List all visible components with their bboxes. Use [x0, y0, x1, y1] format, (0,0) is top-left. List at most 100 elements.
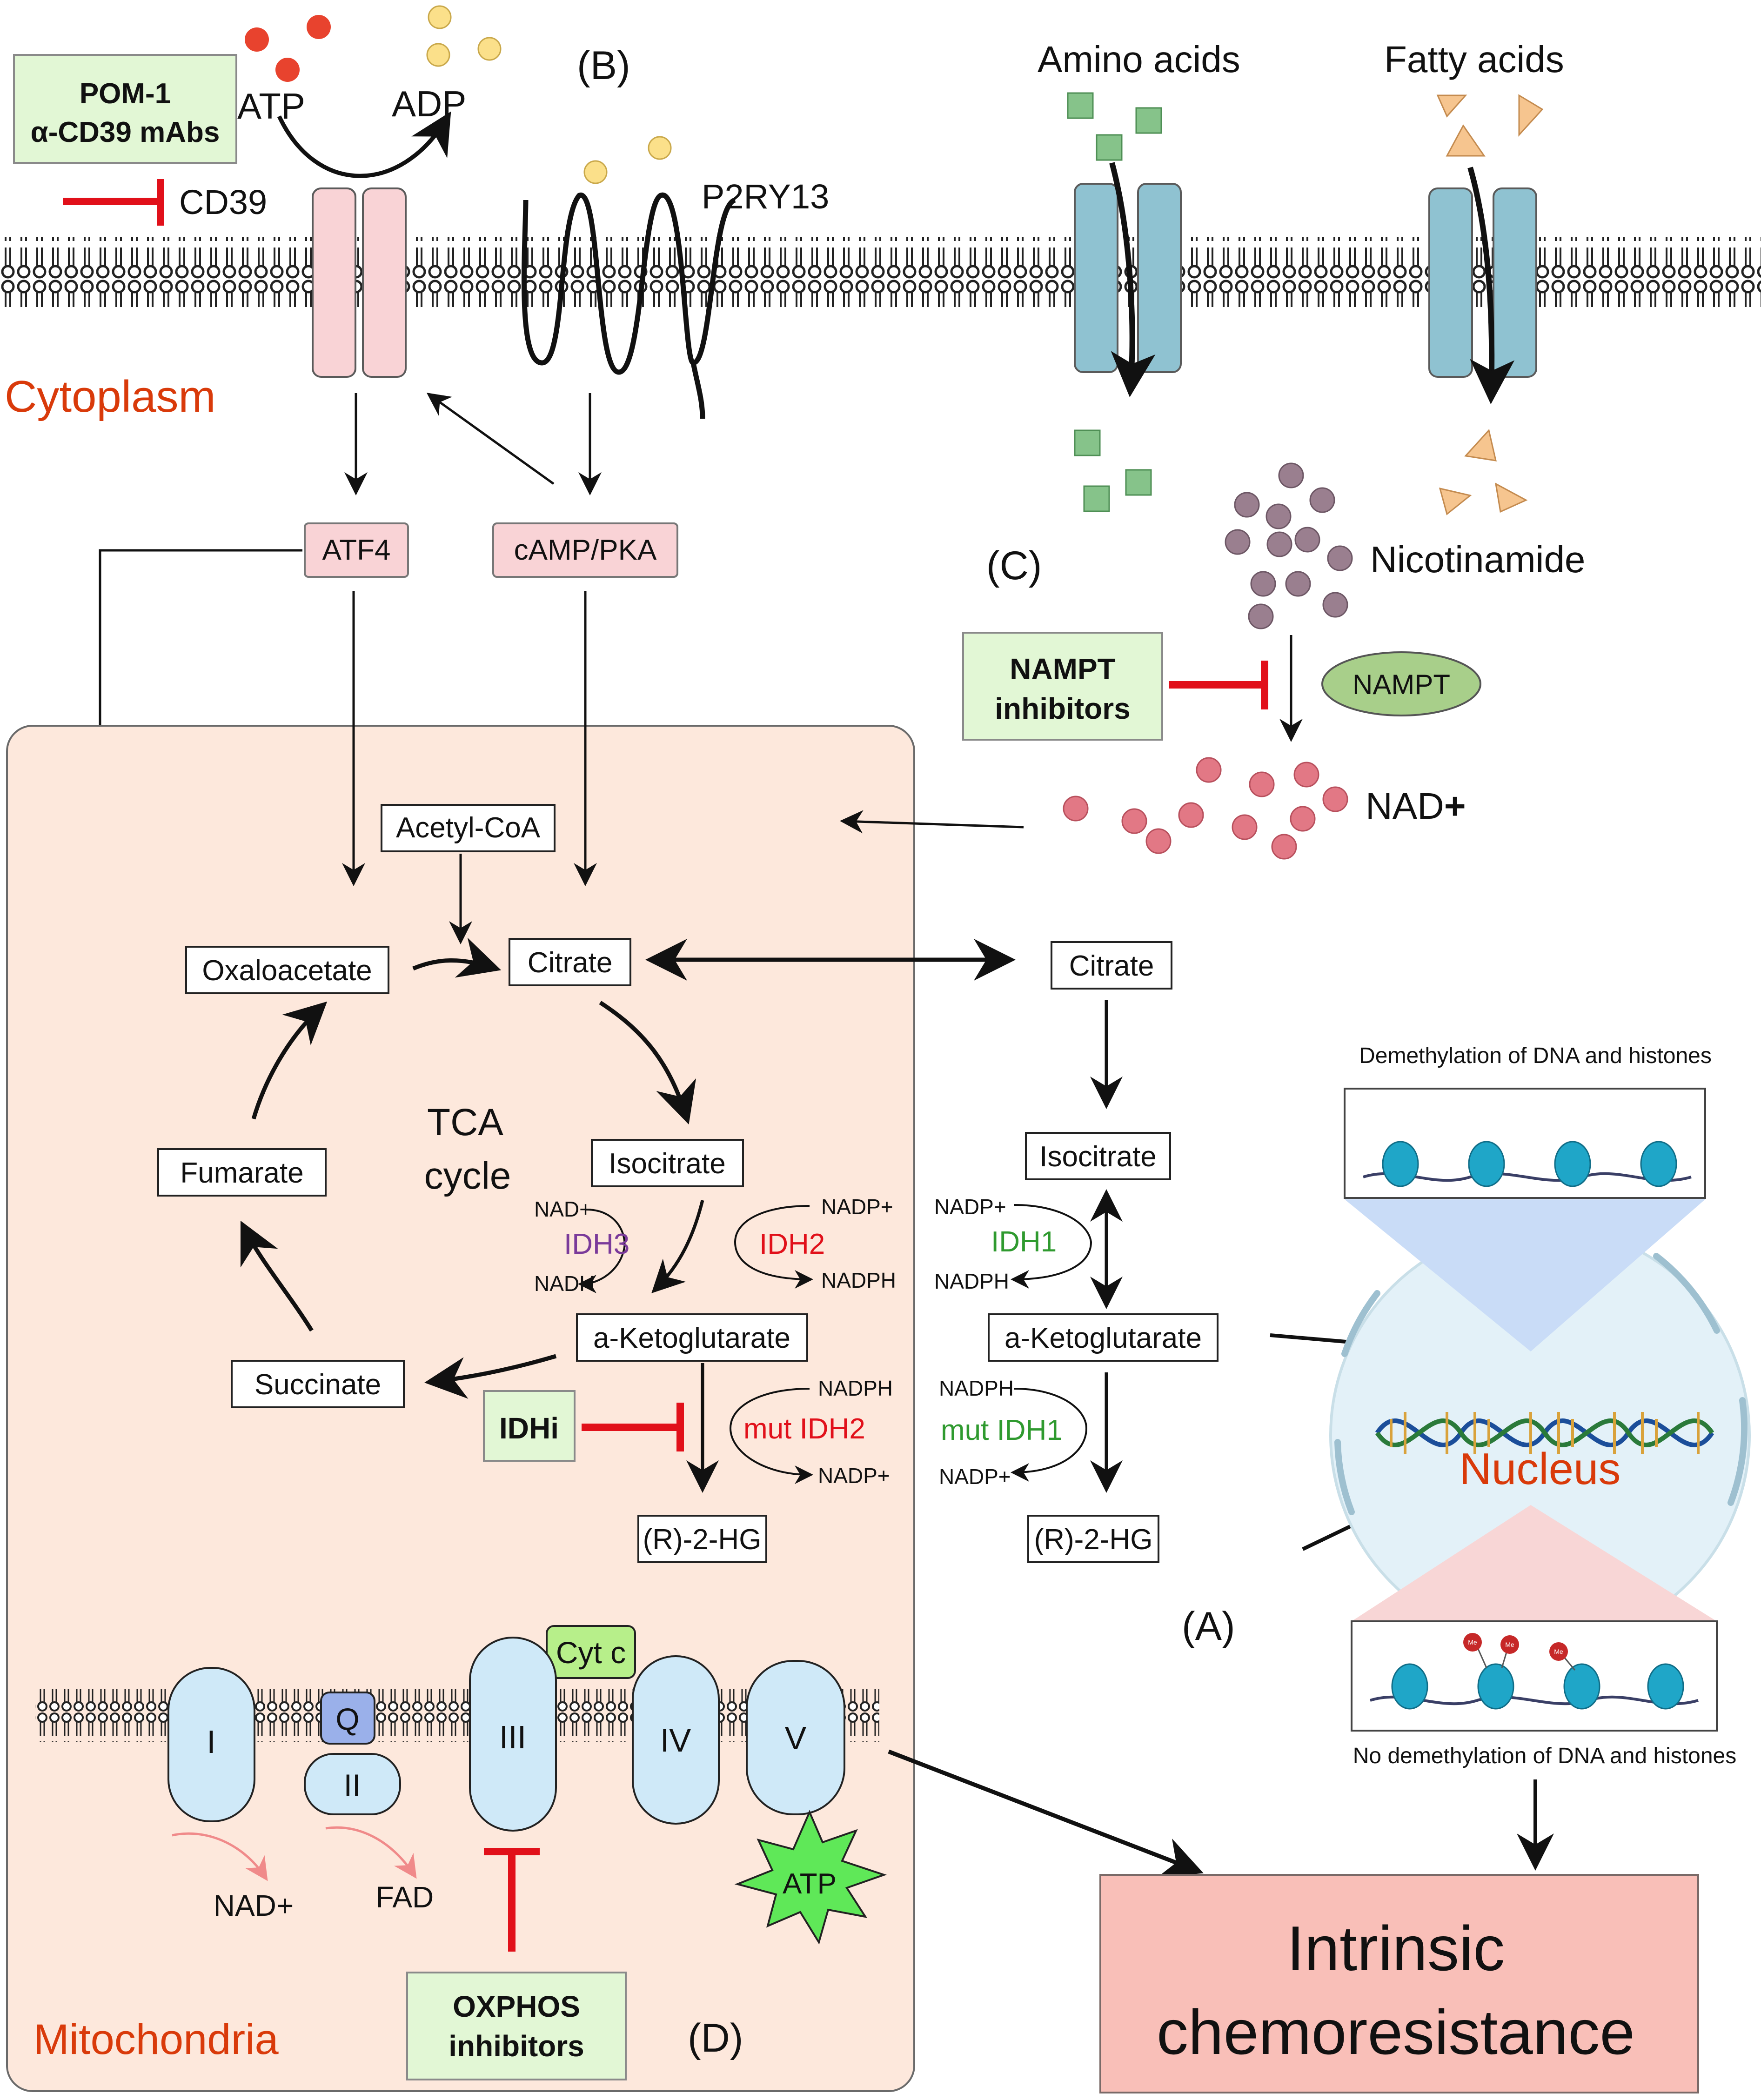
citrate-to-isocitrate-arrow — [599, 1001, 696, 1125]
idhi-inhibitor-box: IDHi — [483, 1390, 576, 1462]
idh1-label: IDH1 — [991, 1226, 1057, 1258]
nicotinamide-label: Nicotinamide — [1370, 539, 1585, 580]
akg-to-succinate-arrow — [424, 1354, 557, 1399]
fatty-acid-uptake-arrow — [1467, 167, 1515, 404]
mitochondria-label: Mitochondria — [33, 2016, 279, 2063]
succinate-box: Succinate — [231, 1360, 405, 1408]
oxaloacetate-box: Oxaloacetate — [185, 946, 389, 994]
svg-text:a-Ketoglutarate: a-Ketoglutarate — [593, 1322, 790, 1354]
amino-acid-transporter — [1074, 183, 1182, 373]
svg-text:Isocitrate: Isocitrate — [1039, 1141, 1157, 1173]
svg-text:ATP: ATP — [783, 1868, 837, 1900]
quinone-q: Q — [320, 1692, 375, 1745]
amino-acid-molecules — [1067, 92, 1162, 512]
atp-to-adp-arrow — [277, 111, 451, 178]
nampt-enzyme: NAMPT — [1321, 651, 1481, 716]
tca-cycle-label-line1: TCA — [427, 1101, 503, 1144]
acetyl-coa-box: Acetyl-CoA — [381, 804, 556, 852]
panel-d-label: (D) — [688, 2016, 743, 2060]
citrate-cyto-box: Citrate — [1051, 941, 1172, 990]
svg-text:Q: Q — [335, 1702, 359, 1736]
svg-text:OXPHOS: OXPHOS — [453, 1990, 580, 2023]
svg-text:Fumarate: Fumarate — [180, 1157, 303, 1189]
nampt-inhibitor-box: NAMPT inhibitors — [962, 632, 1163, 741]
svg-text:Me: Me — [1554, 1648, 1563, 1655]
isocitrate-to-akg-arrow — [651, 1200, 704, 1293]
no-demethylation-label: No demethylation of DNA and histones — [1353, 1744, 1736, 1768]
etc-to-chemoresistance-arrow — [888, 1749, 1204, 1878]
oxaloacetate-to-citrate-arrow — [412, 937, 502, 978]
complex-ii: II — [304, 1753, 401, 1815]
svg-text:Me: Me — [1468, 1639, 1477, 1646]
mut-idh1-nadp-label: NADP+ — [939, 1465, 1011, 1489]
atp-burst: ATP — [734, 1809, 887, 1945]
svg-text:III: III — [499, 1719, 526, 1755]
svg-text:a-Ketoglutarate: a-Ketoglutarate — [1004, 1322, 1202, 1354]
nad-plus-label: NAD+ — [1366, 785, 1466, 827]
svg-text:chemoresistance: chemoresistance — [1157, 1997, 1635, 2067]
r2hg-cyto-box: (R)-2-HG — [1027, 1515, 1159, 1563]
akg-mito-box: a-Ketoglutarate — [576, 1313, 808, 1362]
idhi-inhibition-symbol — [582, 1403, 684, 1451]
atp-molecules — [245, 15, 331, 82]
svg-text:cAMP/PKA: cAMP/PKA — [514, 534, 657, 566]
idh1-cofactor-arrow — [1011, 1204, 1092, 1289]
complex-v: V — [746, 1660, 845, 1815]
panel-b-label: (B) — [577, 43, 630, 88]
adp-label: ADP — [392, 83, 466, 124]
oxphos-inhibition-symbol — [484, 1848, 540, 1952]
idh2-nadp-label: NADP+ — [821, 1195, 893, 1219]
mut-idh2-nadp-label: NADP+ — [818, 1464, 890, 1488]
svg-text:Isocitrate: Isocitrate — [609, 1148, 726, 1180]
intrinsic-chemoresistance-box: Intrinsic chemoresistance — [1099, 1874, 1699, 2093]
idh2-cofactor-arrow — [734, 1205, 813, 1289]
no-demethylation-panel: Me Me Me — [1351, 1505, 1718, 1732]
svg-text:Succinate: Succinate — [254, 1369, 381, 1401]
camp-to-cd39-arrow — [426, 393, 555, 485]
idh2-label: IDH2 — [759, 1228, 825, 1260]
idh3-cofactor-arrow — [578, 1209, 626, 1293]
etc-nad-label: NAD+ — [214, 1889, 294, 1922]
citrate-mito-box: Citrate — [509, 938, 631, 986]
panel-c-label: (C) — [986, 543, 1042, 588]
panel-a-label: (A) — [1182, 1604, 1235, 1649]
cd39-inhibition-symbol — [63, 179, 164, 226]
svg-text:Oxaloacetate: Oxaloacetate — [202, 955, 372, 987]
isocitrate-cyto-box: Isocitrate — [1025, 1132, 1171, 1180]
mut-idh2-cofactor-arrow — [729, 1388, 813, 1484]
fatty-acid-transporter — [1428, 187, 1537, 378]
p2ry13-label: P2RY13 — [702, 177, 829, 216]
cytochrome-c: Cyt c — [546, 1625, 636, 1679]
camp-pka-box: cAMP/PKA — [492, 522, 678, 578]
svg-text:Acetyl-CoA: Acetyl-CoA — [396, 812, 541, 844]
cytoplasm-label: Cytoplasm — [5, 372, 215, 421]
dna-helix — [1375, 1412, 1714, 1454]
idh2-nadph-label: NADPH — [821, 1268, 896, 1292]
oxphos-inhibitor-box: OXPHOS inhibitors — [406, 1972, 627, 2080]
p2ry13-receptor — [521, 193, 737, 375]
idh3-label: IDH3 — [564, 1228, 629, 1260]
demethylation-label: Demethylation of DNA and histones — [1359, 1043, 1712, 1068]
pom1-inhibitor-box: POM-1 α-CD39 mAbs — [13, 54, 237, 164]
idh3-nadh-label: NADH — [534, 1271, 595, 1296]
svg-text:α-CD39 mAbs: α-CD39 mAbs — [31, 116, 220, 148]
svg-text:inhibitors: inhibitors — [449, 2029, 584, 2063]
svg-text:NAMPT: NAMPT — [1010, 652, 1116, 686]
svg-text:Me: Me — [1505, 1641, 1514, 1648]
idh1-nadph-label: NADPH — [934, 1269, 1009, 1293]
svg-text:Intrinsic: Intrinsic — [1287, 1913, 1505, 1984]
complex-i-nad-arrow — [172, 1832, 268, 1881]
succinate-to-fumarate-arrow — [240, 1220, 314, 1332]
complex-iv: IV — [632, 1655, 720, 1825]
cd39-channel — [312, 187, 407, 378]
nampt-inhibition-symbol — [1169, 661, 1268, 709]
svg-text:NAMPT: NAMPT — [1353, 669, 1450, 700]
nad-molecules — [1063, 757, 1348, 860]
atp-label: ATP — [237, 86, 305, 127]
svg-text:ATF4: ATF4 — [322, 534, 391, 566]
mut-idh2-nadph-label: NADPH — [818, 1376, 893, 1400]
nad-to-mitochondria-arrow — [840, 810, 1024, 834]
nucleus-label: Nucleus — [1460, 1444, 1621, 1494]
mut-idh2-label: mut IDH2 — [743, 1413, 865, 1445]
